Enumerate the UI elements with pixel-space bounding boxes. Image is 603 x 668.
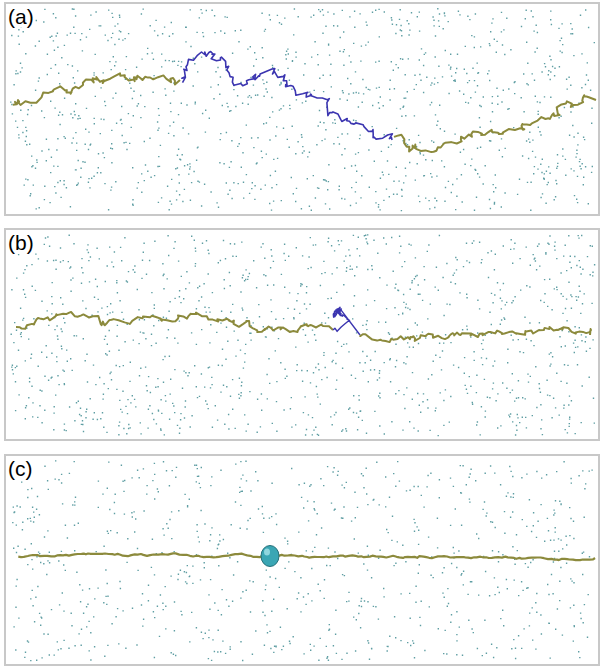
polymer-chain	[16, 312, 333, 332]
panel-label: (a)	[7, 6, 35, 27]
panel-frame	[5, 455, 599, 665]
polymer-segment	[182, 52, 393, 141]
panel-label: (b)	[7, 232, 35, 253]
polymer-chain	[13, 73, 180, 105]
panel-frame	[5, 3, 599, 215]
panel-frame	[5, 229, 599, 440]
polymer-chain	[360, 327, 592, 342]
panel-label: (c)	[7, 458, 34, 479]
polymer-chain	[394, 95, 596, 152]
polymer-chain	[278, 555, 595, 560]
solvent-dots	[12, 460, 594, 661]
globule-highlight	[264, 549, 270, 556]
globule	[261, 546, 279, 567]
solvent-dots	[10, 8, 595, 211]
polymer-chain	[18, 553, 262, 557]
solvent-dots	[11, 234, 596, 436]
collapsed-segment	[333, 307, 360, 335]
